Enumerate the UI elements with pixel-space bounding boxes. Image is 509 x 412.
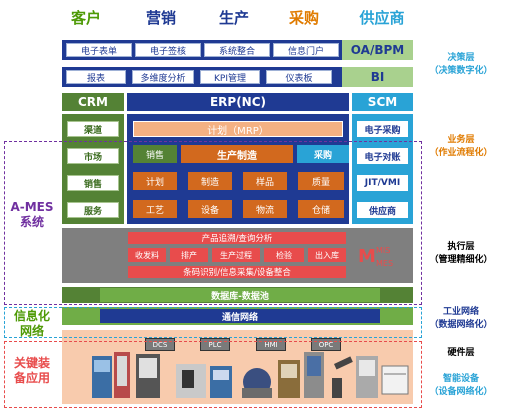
oa-item: 电子表单 (66, 43, 132, 57)
machine-icon (304, 352, 324, 398)
business-layer-label: 业务层（作业流程化） (429, 135, 493, 158)
header-purchase: 采购 (288, 8, 319, 27)
machine-icon (278, 360, 300, 398)
header-production: 生产 (218, 8, 249, 27)
key-equipment-label: 关键装 备应用 (13, 356, 50, 385)
header-supplier: 供应商 (359, 8, 405, 27)
hardware-layer-label: 硬件层 (447, 348, 475, 358)
production-box: 生产制造 (181, 145, 293, 163)
header-marketing: 营销 (145, 8, 176, 27)
communication-network: 通信网络 (100, 309, 380, 323)
plan-mrp: 计划（MRP） (133, 121, 343, 137)
oa-item: 系统整合 (204, 43, 270, 57)
crm-item: 市场 (67, 148, 119, 164)
equipment-images (92, 352, 409, 398)
prod-item: 计划 (133, 172, 177, 190)
oa-item: 信息门户 (273, 43, 339, 57)
bi-item: KPI管理 (200, 70, 260, 84)
smart-device-label: 智能设备（设备网络化） (429, 374, 493, 397)
scm-item: 供应商 (357, 202, 408, 218)
erp-header: ERP(NC) (127, 93, 349, 111)
crm-item: 渠道 (67, 121, 119, 137)
machine-icon (210, 366, 232, 398)
furnace-icon (242, 368, 272, 398)
decision-layer-label: 决策层（决策数字化） (429, 53, 493, 76)
sales-box: 销售 (133, 145, 177, 163)
machine-icon (92, 356, 112, 398)
mes-step: 生产过程 (212, 248, 260, 262)
mes-step: 排产 (170, 248, 208, 262)
prod-item: 样品 (243, 172, 287, 190)
oa-item: 电子签核 (135, 43, 201, 57)
machine-icon (136, 354, 160, 398)
prod-item: 仓储 (298, 200, 344, 218)
ames-group-border (4, 141, 422, 305)
barcode-collection: 条码识别/信息采集/设备整合 (128, 266, 346, 278)
monitor-icon (381, 365, 409, 395)
machine-icon (114, 352, 130, 398)
mes-step: 检验 (264, 248, 304, 262)
mes-logo-mes: MES (376, 258, 394, 268)
scm-header: SCM (352, 93, 413, 111)
trace-analysis: 产品追溯/查询分析 (128, 232, 346, 244)
info-network-label: 信息化 网络 (13, 309, 50, 338)
execution-layer-label: 执行层（管理精细化） (429, 242, 493, 265)
robot-arm-icon (332, 356, 353, 398)
purchase-box: 采购 (297, 145, 349, 163)
prod-item: 设备 (188, 200, 232, 218)
ames-label: A-MES 系统 (10, 200, 54, 229)
bi-item: 报表 (66, 70, 126, 84)
bi-item: 仪表板 (266, 70, 332, 84)
network-group-border (4, 307, 422, 338)
header-customer: 客户 (70, 8, 101, 27)
prod-item: 质量 (298, 172, 344, 190)
machine-icon (356, 356, 378, 398)
mes-logo-mis: MIS (376, 245, 391, 255)
mes-step: 出入库 (308, 248, 346, 262)
prod-item: 制造 (188, 172, 232, 190)
scm-item: 电子对账 (357, 148, 408, 164)
crm-header: CRM (62, 93, 124, 111)
oa-bpm-label: OA/BPM (342, 40, 413, 60)
bi-item: 多维度分析 (132, 70, 194, 84)
mes-logo-m: M (358, 245, 376, 267)
mes-step: 收发料 (128, 248, 166, 262)
database-pool: 数据库-数据池 (100, 288, 380, 302)
crm-item: 销售 (67, 175, 119, 191)
bi-label: BI (342, 67, 413, 87)
scm-item: JIT/VMI (357, 175, 408, 191)
industrial-network-label: 工业网络（数据网络化） (429, 307, 493, 330)
prod-item: 工艺 (133, 200, 177, 218)
crm-item: 服务 (67, 202, 119, 218)
prod-item: 物流 (243, 200, 287, 218)
machine-icon (176, 364, 206, 398)
scm-item: 电子采购 (357, 121, 408, 137)
equipment-group-border (4, 341, 422, 408)
